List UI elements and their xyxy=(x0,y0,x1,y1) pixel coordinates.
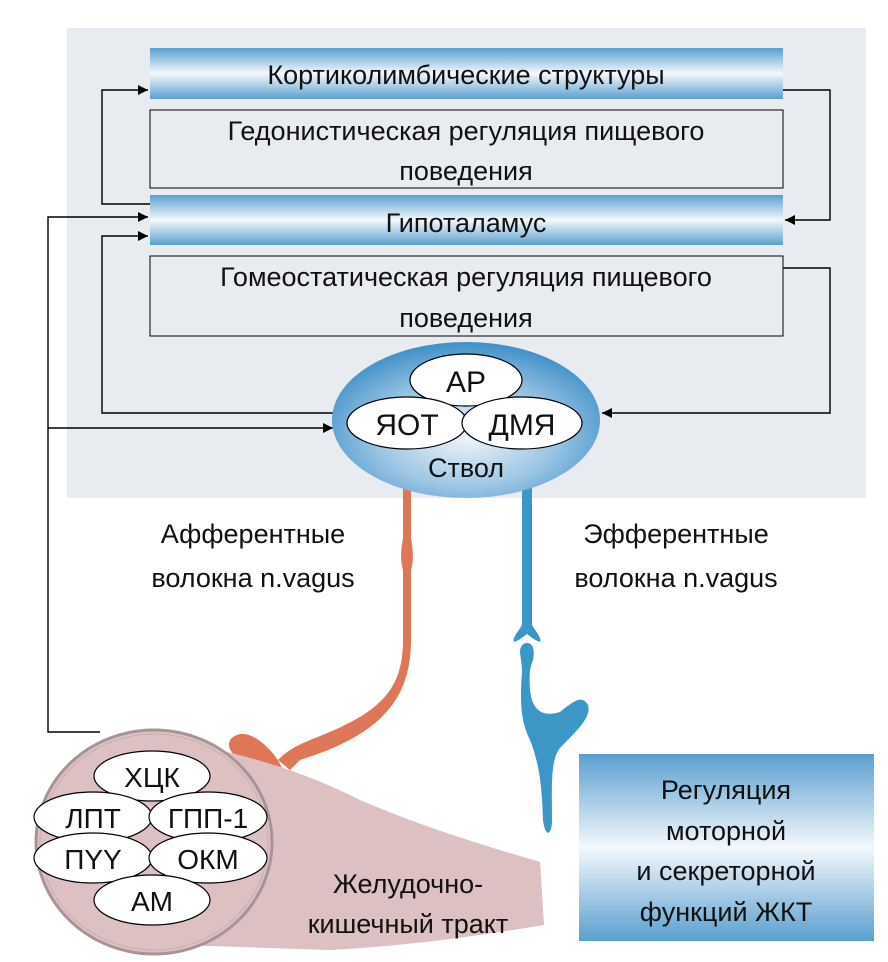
hypothalamus-label: Гипоталамус xyxy=(386,208,547,238)
homeostatic-label-line2: поведения xyxy=(399,303,532,333)
regulation-box: Регуляция моторной и секреторной функций… xyxy=(579,754,874,941)
hormone-okm-label: ОКМ xyxy=(177,844,238,875)
hormone-cck xyxy=(93,750,211,802)
corticolimbic-label: Кортиколимбические структуры xyxy=(267,60,664,90)
nucleus-dmya xyxy=(461,396,583,450)
afferent-label-line2: волокна n.vagus xyxy=(151,563,354,593)
gi-label-line1: Желудочно- xyxy=(333,869,483,899)
arrow-gi-to-hypothalamus xyxy=(47,212,148,733)
hedonic-label-line1: Гедонистическая регуляция пищевого xyxy=(228,116,705,146)
efferent-label-line1: Эфферентные xyxy=(583,519,769,549)
homeostatic-label-line1: Гомеостатическая регуляция пищевого xyxy=(220,262,712,292)
arrow-cortex-to-hypothalamus xyxy=(783,89,831,225)
hormone-okm xyxy=(148,832,268,884)
arrow-hypothalamus-to-cortex xyxy=(101,85,150,205)
regulation-line1: Регуляция xyxy=(661,775,791,805)
brainstem-label: Ствол xyxy=(428,453,504,483)
gi-tract xyxy=(180,745,544,950)
hedonic-box: Гедонистическая регуляция пищевого повед… xyxy=(149,109,784,189)
hedonic-label-line2: поведения xyxy=(399,156,532,186)
hormone-pyy-label: ПYY xyxy=(64,844,122,875)
nucleus-ap-label: АР xyxy=(446,366,486,399)
hormone-lpt-label: ЛПТ xyxy=(65,803,121,834)
regulation-line3: и секреторной xyxy=(636,856,815,886)
efferent-label-line2: волокна n.vagus xyxy=(574,563,777,593)
homeostatic-box: Гомеостатическая регуляция пищевого пове… xyxy=(149,255,784,337)
nucleus-dmya-label: ДМЯ xyxy=(489,409,556,442)
regulation-line2: моторной xyxy=(666,816,786,846)
efferent-fiber xyxy=(513,440,589,833)
hormone-am-label: АМ xyxy=(131,886,173,917)
gi-label-line2: кишечный тракт xyxy=(308,909,509,939)
hormone-am xyxy=(93,874,211,926)
nucleus-yot-label: ЯОТ xyxy=(375,409,438,442)
hormone-cck-label: ХЦК xyxy=(124,762,180,793)
arrow-homeostatic-to-stem xyxy=(602,267,831,418)
corticolimbic-box: Кортиколимбические структуры xyxy=(150,48,783,99)
afferent-label-line1: Афферентные xyxy=(161,519,345,549)
regulation-line4: функций ЖКТ xyxy=(640,897,812,927)
nucleus-ap xyxy=(409,353,523,407)
hypothalamus-box: Гипоталамус xyxy=(150,195,783,245)
brainstem: АР ЯОТ ДМЯ Ствол xyxy=(332,342,600,498)
hormone-cell: ХЦК ЛПТ ГПП-1 ПYY ОКМ АМ xyxy=(33,728,274,956)
hormone-glp1-label: ГПП-1 xyxy=(168,803,248,834)
arrow-stem-to-hypothalamus xyxy=(101,231,335,414)
